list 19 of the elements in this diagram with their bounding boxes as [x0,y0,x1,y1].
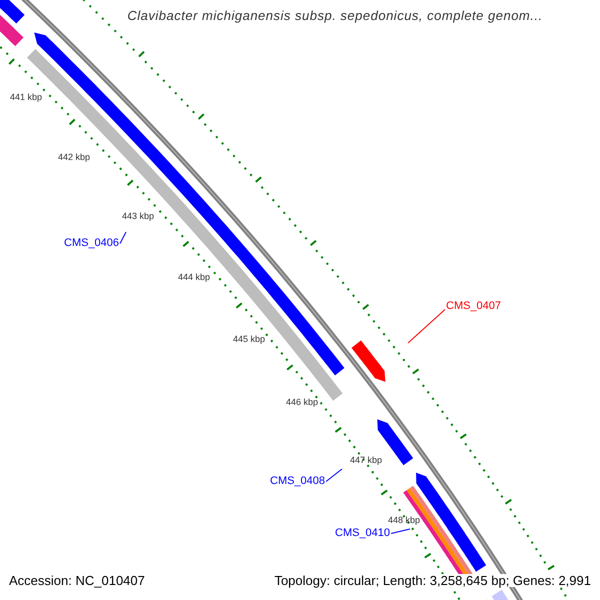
scale-label: 448 kbp [388,516,420,525]
leader-line [408,309,446,344]
scale-label: 442 kbp [58,153,90,162]
gene-label: CMS_0408 [270,476,326,487]
gene-label: CMS_0410 [335,528,390,539]
gene-label: CMS_0406 [64,238,120,249]
scale-label: 443 kbp [122,212,154,221]
map-info: Topology: circular; Length: 3,258,645 bp; Genes: 2,991 [274,574,591,587]
leader-line [390,528,410,534]
scale-label: 445 kbp [233,335,266,344]
leader-line [120,232,126,244]
scale-label: 447 kbp [350,456,382,465]
scale-label: 446 kbp [286,398,318,407]
gene-label: CMS_0407 [446,301,502,312]
leader-line [326,468,342,482]
map-info: Accession: NC_010407 [9,574,145,587]
map-title: Clavibacter michiganensis subsp. sepedonicus, complete genom... [126,7,544,25]
scale-label: 441 kbp [10,93,42,102]
scale-label: 444 kbp [178,273,210,282]
